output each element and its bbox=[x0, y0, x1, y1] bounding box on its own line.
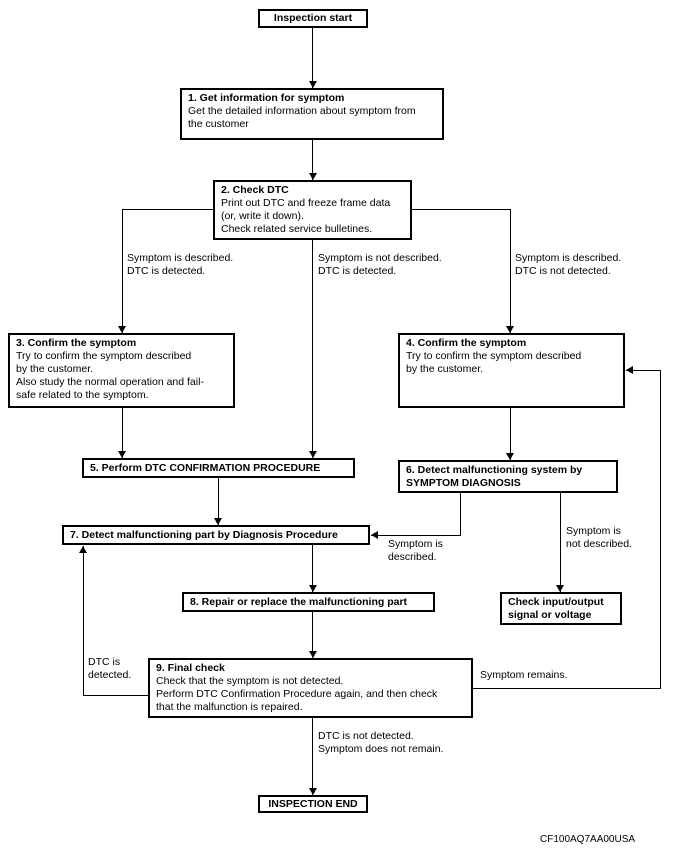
connector-step1-to-step2 bbox=[312, 140, 313, 180]
arrow-into-step7-bottom bbox=[79, 546, 87, 553]
connector-step4-to-step6 bbox=[510, 408, 511, 460]
connector-step6-to-step7-vertical bbox=[460, 492, 461, 535]
check-io-box: Check input/output signal or voltage bbox=[500, 592, 622, 625]
dtc-not-detected-label: DTC is not detected. Symptom does not re… bbox=[318, 730, 444, 755]
step-4-body: Try to confirm the symptom described by … bbox=[406, 350, 582, 375]
check-io-title: Check input/output signal or voltage bbox=[508, 596, 604, 621]
step-2-box: 2. Check DTC Print out DTC and freeze fr… bbox=[213, 180, 412, 240]
connector-step6-to-step7-horizontal bbox=[371, 535, 461, 536]
end-node-label: INSPECTION END bbox=[268, 797, 358, 810]
step-4-title: 4. Confirm the symptom bbox=[406, 337, 527, 349]
arrow-into-step2 bbox=[309, 173, 317, 180]
connector-feedback-to-step4-horizontal bbox=[626, 370, 660, 371]
connector-step9-feedback-right-horizontal bbox=[473, 688, 660, 689]
step-9-box: 9. Final check Check that the symptom is… bbox=[148, 658, 473, 718]
symptom-described-label: Symptom is described. bbox=[388, 538, 443, 563]
right-branch-label: Symptom is described. DTC is not detecte… bbox=[515, 252, 622, 277]
arrow-into-step3 bbox=[118, 326, 126, 333]
step-3-title: 3. Confirm the symptom bbox=[16, 337, 137, 349]
step-1-box: 1. Get information for symptom Get the d… bbox=[180, 88, 444, 140]
connector-step7-to-step8 bbox=[312, 545, 313, 592]
start-node-label: Inspection start bbox=[273, 12, 353, 24]
step-8-title: 8. Repair or replace the malfunctioning … bbox=[190, 595, 408, 608]
step-9-body: Check that the symptom is not detected. … bbox=[156, 675, 438, 713]
arrow-into-step4 bbox=[506, 326, 514, 333]
step-3-body: Try to confirm the symptom described by … bbox=[16, 350, 204, 401]
connector-step9-to-end bbox=[312, 718, 313, 795]
arrow-into-step5-middle bbox=[309, 451, 317, 458]
step-6-box: 6. Detect malfunctioning system by SYMPT… bbox=[398, 460, 618, 493]
connector-step9-feedback-left-vertical bbox=[83, 546, 84, 696]
connector-start-to-step1 bbox=[312, 28, 313, 88]
connector-right-branch-horizontal bbox=[412, 209, 510, 210]
arrow-into-step5-left bbox=[118, 451, 126, 458]
step-5-title: 5. Perform DTC CONFIRMATION PROCEDURE bbox=[90, 461, 321, 474]
arrow-into-step8 bbox=[309, 585, 317, 592]
connector-right-branch-vertical bbox=[510, 209, 511, 333]
left-branch-label: Symptom is described. DTC is detected. bbox=[127, 252, 234, 277]
connector-left-branch-horizontal bbox=[122, 209, 213, 210]
symptom-not-described-label: Symptom is not described. bbox=[566, 525, 632, 550]
connector-step9-feedback-right-vertical bbox=[660, 370, 661, 689]
connector-middle-branch-vertical bbox=[312, 240, 313, 458]
connector-step8-to-step9 bbox=[312, 612, 313, 658]
arrow-into-step1 bbox=[309, 81, 317, 88]
middle-branch-label: Symptom is not described. DTC is detecte… bbox=[318, 252, 442, 277]
connector-step3-to-step5 bbox=[122, 408, 123, 458]
arrow-into-step7-top bbox=[214, 518, 222, 525]
step-2-title: 2. Check DTC bbox=[221, 184, 289, 196]
step-7-box: 7. Detect malfunctioning part by Diagnos… bbox=[62, 525, 370, 545]
step-7-title: 7. Detect malfunctioning part by Diagnos… bbox=[70, 528, 338, 541]
dtc-detected-label: DTC is detected. bbox=[88, 656, 132, 681]
arrow-into-step7-right bbox=[371, 531, 378, 539]
arrow-into-end bbox=[309, 788, 317, 795]
step-1-body: Get the detailed information about sympt… bbox=[188, 105, 416, 130]
arrow-into-step4-right bbox=[626, 366, 633, 374]
start-node: Inspection start bbox=[258, 9, 368, 28]
figure-code: CF100AQ7AA00USA bbox=[540, 834, 636, 845]
step-9-title: 9. Final check bbox=[156, 662, 225, 674]
connector-step6-to-checkio bbox=[560, 492, 561, 592]
step-5-box: 5. Perform DTC CONFIRMATION PROCEDURE bbox=[82, 458, 355, 478]
connector-step9-feedback-left-horizontal bbox=[83, 695, 148, 696]
arrow-into-checkio bbox=[556, 585, 564, 592]
arrow-into-step9 bbox=[309, 651, 317, 658]
step-3-box: 3. Confirm the symptom Try to confirm th… bbox=[8, 333, 235, 408]
connector-step5-to-step7 bbox=[218, 478, 219, 525]
end-node: INSPECTION END bbox=[258, 795, 368, 813]
step-2-body: Print out DTC and freeze frame data (or,… bbox=[221, 197, 391, 235]
step-1-title: 1. Get information for symptom bbox=[188, 92, 345, 104]
symptom-remains-label: Symptom remains. bbox=[480, 669, 568, 681]
step-6-title: 6. Detect malfunctioning system by SYMPT… bbox=[406, 464, 583, 489]
connector-left-branch-vertical bbox=[122, 209, 123, 333]
arrow-into-step6 bbox=[506, 453, 514, 460]
step-8-box: 8. Repair or replace the malfunctioning … bbox=[182, 592, 435, 612]
step-4-box: 4. Confirm the symptom Try to confirm th… bbox=[398, 333, 625, 408]
